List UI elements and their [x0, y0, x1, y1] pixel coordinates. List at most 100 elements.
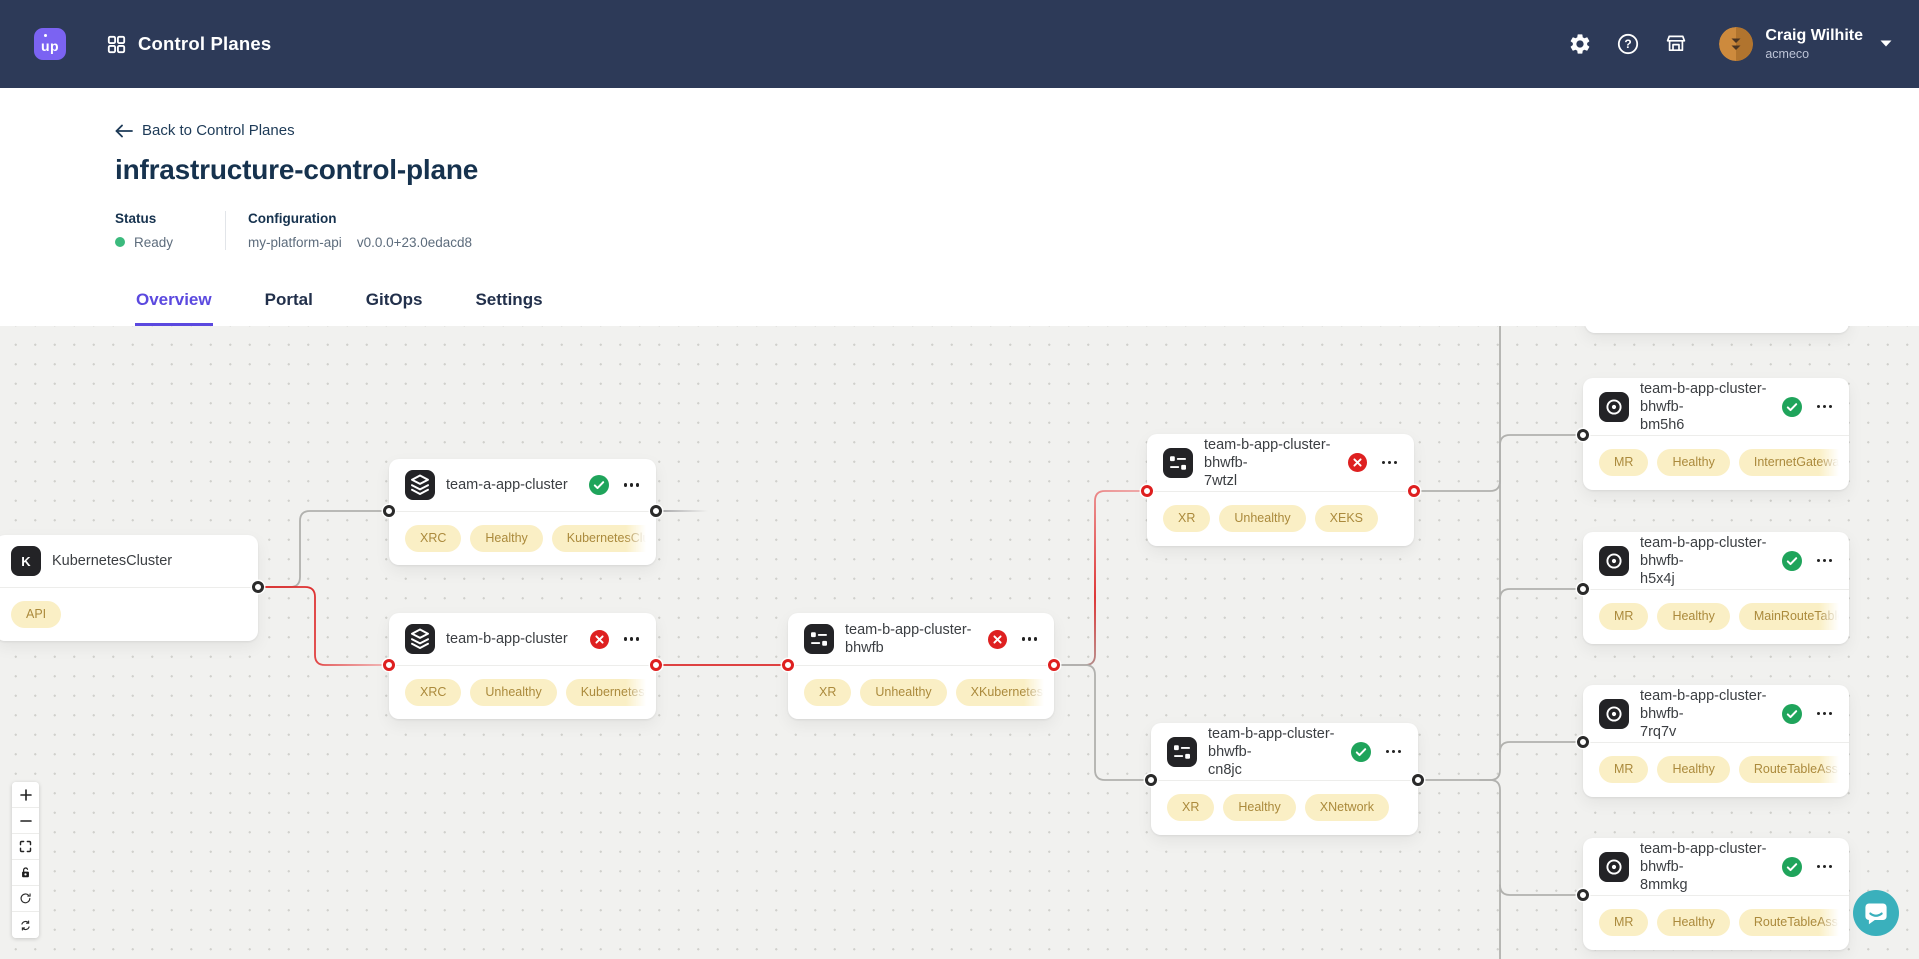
node-badge: API [11, 601, 62, 628]
node-port [650, 659, 662, 671]
node-title: team-a-app-cluster [446, 477, 568, 493]
tab-settings[interactable]: Settings [474, 290, 543, 326]
upbound-logo[interactable]: up [34, 28, 66, 60]
node-title: team-b-app-cluster-bhwfb-7wtzl [1204, 436, 1331, 489]
node-port [383, 659, 395, 671]
node-badge: RouteTableAssociation [1738, 756, 1839, 783]
graph-edge [1413, 326, 1501, 492]
reset-button[interactable] [12, 912, 39, 938]
mr-resource-icon [1599, 545, 1629, 576]
settings-gear-icon[interactable] [1559, 23, 1601, 65]
tab-overview[interactable]: Overview [135, 290, 213, 326]
lock-button[interactable] [12, 860, 39, 886]
node-title: team-b-app-cluster-bhwfb-bm5h6 [1640, 380, 1767, 433]
unhealthy-status-icon [987, 629, 1007, 649]
mr-resource-icon [1599, 851, 1629, 882]
node-badge: XRC [405, 679, 462, 706]
configuration-version: v0.0.0+23.0edacd8 [356, 234, 473, 250]
node-menu-button[interactable] [1813, 553, 1837, 569]
node-divider [1147, 491, 1414, 492]
top-navigation-bar: up Control Planes ? [0, 0, 1919, 88]
help-icon[interactable]: ? [1607, 23, 1649, 65]
rotate-icon [18, 891, 33, 906]
node-divider [1583, 435, 1849, 436]
unhealthy-status-icon [589, 629, 609, 649]
node-divider [1151, 780, 1418, 781]
node-badge: MainRouteTableAssociation [1738, 603, 1839, 630]
node-title: team-b-app-cluster-bhwfb-7rq7v [1640, 687, 1767, 740]
zoom-in-icon [18, 787, 34, 803]
node-title: team-b-app-cluster [446, 631, 568, 647]
graph-edge [1499, 588, 1584, 600]
node-menu-button[interactable] [1378, 455, 1402, 471]
node-menu-button[interactable] [620, 477, 644, 493]
user-menu[interactable]: Craig Wilhite acmeco [1719, 27, 1893, 62]
marketplace-store-icon[interactable] [1655, 23, 1697, 65]
node-title: team-b-app-cluster-bhwfb-8mmkg [1640, 840, 1767, 893]
xr-resource-icon [804, 624, 834, 654]
lock-icon [18, 865, 33, 880]
zoom-out-button[interactable] [12, 808, 39, 834]
page-title: infrastructure-control-plane [115, 153, 479, 185]
node-divider [1583, 895, 1849, 896]
fit-view-button[interactable] [12, 834, 39, 860]
node-menu-button[interactable] [620, 631, 644, 647]
node-badge: XR [804, 679, 852, 706]
graph-edge [1053, 490, 1148, 666]
node-badge: XKubernetesCluster [955, 679, 1044, 706]
node-menu-button[interactable] [1813, 399, 1837, 415]
node-title: KubernetesCluster [52, 553, 173, 569]
control-planes-grid-icon [106, 34, 127, 55]
configuration-label: Configuration [248, 210, 337, 226]
rotate-button[interactable] [12, 886, 39, 912]
node-menu-button[interactable] [1382, 744, 1406, 760]
node-badge: MR [1599, 909, 1649, 936]
node-badge: XR [1163, 505, 1211, 532]
node-badge: RouteTableAssociation [1738, 909, 1839, 936]
status-label: Status [115, 210, 157, 226]
node-port [1145, 774, 1157, 786]
node-menu-button[interactable] [1018, 631, 1042, 647]
node-port [650, 505, 662, 517]
node-port [1577, 429, 1589, 441]
node-badge: Unhealthy [860, 679, 947, 706]
node-port [1408, 485, 1420, 497]
back-link[interactable]: Back to Control Planes [115, 122, 295, 139]
meta-divider [225, 210, 227, 250]
tab-gitops[interactable]: GitOps [365, 290, 424, 326]
node-badge: Healthy [1223, 794, 1296, 821]
node-divider [1583, 589, 1849, 590]
zoom-in-button[interactable] [12, 782, 39, 808]
layers-resource-icon [405, 624, 435, 654]
graph-node-offscreen-card[interactable] [1585, 326, 1849, 333]
node-divider [0, 587, 258, 588]
node-title: team-b-app-cluster-bhwfb-h5x4j [1640, 534, 1767, 587]
node-port [252, 581, 264, 593]
node-menu-button[interactable] [1813, 859, 1837, 875]
chat-launcher-button[interactable] [1853, 890, 1899, 936]
node-port [1577, 736, 1589, 748]
node-title: team-b-app-cluster-bhwfb [845, 622, 972, 656]
healthy-status-icon [1781, 396, 1802, 417]
reset-icon [18, 918, 33, 933]
app-title: Control Planes [138, 33, 272, 54]
node-badge: XR [1167, 794, 1215, 821]
node-badge: XNetwork [1304, 794, 1389, 821]
logo-dot [44, 34, 47, 37]
node-port [1048, 659, 1060, 671]
node-menu-button[interactable] [1813, 706, 1837, 722]
tab-portal[interactable]: Portal [264, 290, 314, 326]
node-badge: InternetGateway [1738, 449, 1839, 476]
